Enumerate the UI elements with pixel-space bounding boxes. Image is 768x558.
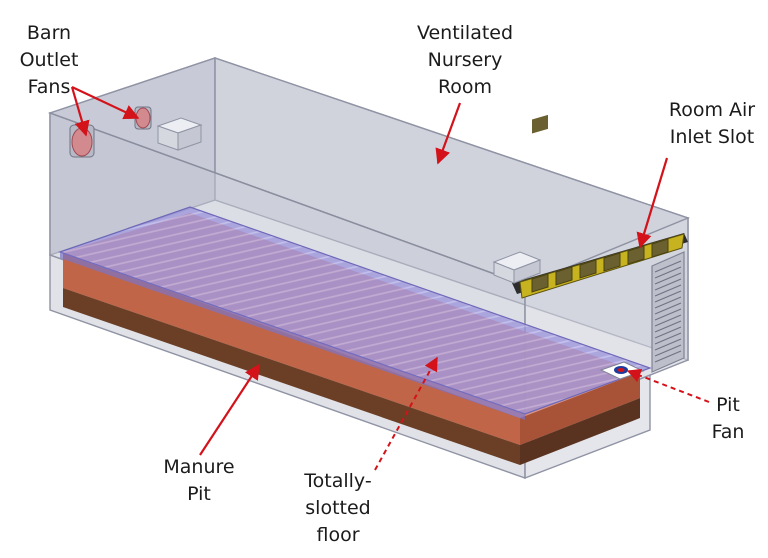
label-line: Manure — [163, 456, 235, 478]
manure-front — [63, 252, 520, 445]
grille-louver — [654, 296, 682, 309]
grille-louver — [654, 260, 682, 273]
label-line: Outlet — [19, 49, 79, 71]
label-ventilated-room: Ventilated Nursery Room — [395, 20, 535, 101]
manure-bottom-right — [520, 398, 640, 465]
pit-fan — [599, 361, 645, 380]
grille-louver — [654, 320, 682, 333]
end-wall-grille — [651, 251, 685, 373]
grille-louver — [654, 338, 682, 351]
slotted-floor — [58, 206, 652, 420]
callout-arrows — [70, 86, 710, 471]
grille-louver — [654, 326, 682, 339]
label-line: slotted — [305, 497, 371, 519]
arrow-pit-fan — [626, 368, 710, 403]
heater-box-side — [513, 259, 541, 284]
grille-louver — [654, 290, 682, 303]
inlet-windows — [531, 238, 669, 293]
label-pit-fan: Pit Fan — [700, 392, 756, 446]
label-manure-pit: Manure Pit — [144, 454, 254, 508]
label-line: Inlet Slot — [669, 126, 755, 148]
label-barn-outlet-fans: Barn Outlet Fans — [6, 20, 92, 101]
inlet-window — [531, 273, 549, 293]
ceiling-box-side — [177, 124, 202, 151]
label-line: floor — [316, 524, 360, 546]
label-line: Nursery — [427, 49, 503, 71]
fan-blade-left — [71, 127, 93, 157]
label-slotted-floor: Totally- slotted floor — [290, 468, 386, 549]
grille-louver — [654, 266, 682, 279]
inlet-window — [555, 266, 573, 286]
grille-louver — [654, 314, 682, 327]
label-line: Room Air — [668, 99, 756, 121]
fan-blade-right — [135, 107, 151, 129]
arrow-manure — [199, 363, 260, 456]
pit-fan-hub — [617, 368, 625, 372]
grille-louver — [654, 272, 682, 285]
label-line: Ventilated — [416, 22, 514, 44]
inlet-window — [651, 238, 669, 258]
label-line: Room — [437, 76, 493, 98]
inlet-window — [603, 252, 621, 272]
label-line: Fan — [711, 421, 745, 443]
grille-louver — [654, 302, 682, 315]
label-line: Barn — [26, 22, 72, 44]
label-room-air-inlet: Room Air Inlet Slot — [660, 97, 764, 151]
label-line: Pit — [716, 394, 740, 416]
label-line: Pit — [187, 483, 211, 505]
slotted-floor-edge — [60, 252, 525, 420]
inlet-window — [579, 259, 597, 279]
arrow-inlet — [636, 157, 669, 249]
grille-louver — [654, 350, 682, 363]
label-line: Fans — [27, 76, 71, 98]
grille-louver — [654, 308, 682, 321]
ceiling-edge — [49, 112, 526, 286]
arrow-floor — [374, 356, 438, 471]
manure-right — [520, 372, 640, 445]
inlet-window — [532, 114, 548, 134]
label-line: Totally- — [304, 470, 372, 492]
grille-louver — [654, 278, 682, 291]
arrow-barn-fan-left — [70, 86, 90, 137]
arrow-barn-fan-right — [71, 86, 140, 120]
grille-louver — [654, 344, 682, 357]
arrow-room — [435, 102, 462, 165]
manure-bottom-front — [63, 288, 520, 465]
grille-panel — [651, 251, 685, 373]
grille-louver — [654, 332, 682, 345]
grille-louver — [654, 284, 682, 297]
equipment — [156, 117, 542, 284]
